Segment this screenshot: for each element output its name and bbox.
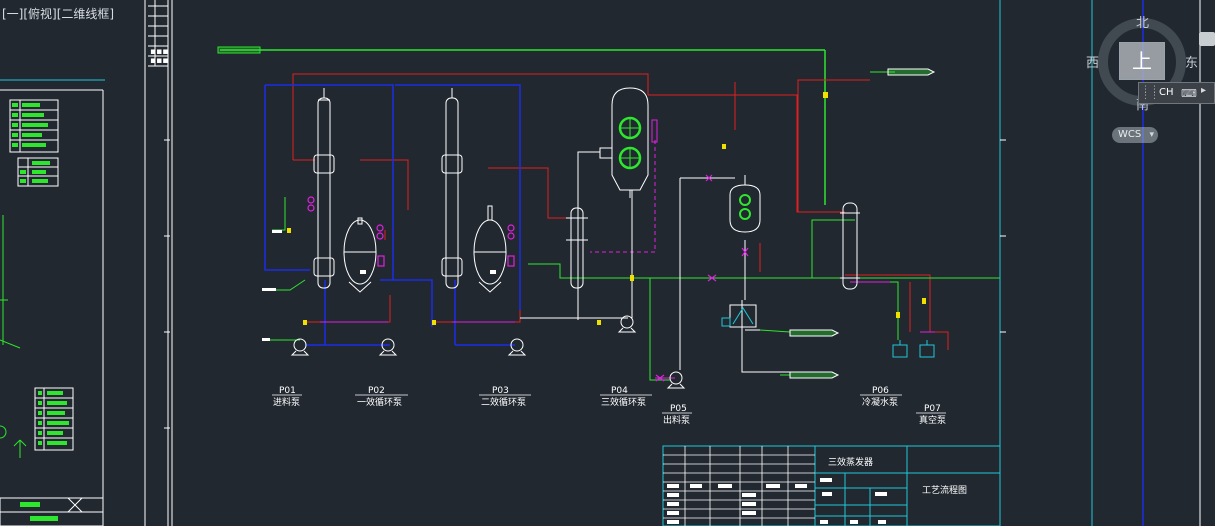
- svg-text:▪▪▪: ▪▪▪: [150, 47, 168, 57]
- evaporator-effect-3[interactable]: [599, 87, 658, 198]
- pump-name: 三效循环泵: [601, 396, 646, 408]
- utility-lines[interactable]: [520, 151, 790, 373]
- pump-symbols[interactable]: [290, 315, 935, 389]
- title-block[interactable]: 三效蒸发器 工艺流程图: [662, 445, 1001, 526]
- pump-name: 冷凝水泵: [862, 396, 898, 408]
- viewcube-top-face[interactable]: 上: [1119, 42, 1165, 80]
- chevron-down-icon: ▾: [1149, 130, 1154, 140]
- steam-lines[interactable]: [292, 73, 949, 350]
- viewcube[interactable]: 上 北 西 东 南: [1086, 14, 1200, 113]
- evaporator-effect-2[interactable]: [441, 88, 507, 293]
- preheater[interactable]: [566, 207, 588, 289]
- ime-more-icon[interactable]: ▸: [1201, 85, 1207, 96]
- pump-labels: P01 进料泵 P02 一效循环泵 P03 二效循环泵 P04 三效循环泵 P0…: [272, 386, 946, 426]
- compass-west[interactable]: 西: [1086, 56, 1100, 71]
- pump-tag: P01: [279, 386, 296, 396]
- grip-icon[interactable]: ⋮⋮⋮⋮: [1141, 85, 1159, 101]
- ime-toolbar[interactable]: ⋮⋮⋮⋮ CH ⌨ ▸: [1138, 82, 1215, 104]
- valves-instruments: [262, 144, 926, 382]
- keyboard-icon[interactable]: ⌨: [1181, 87, 1197, 100]
- compass-north[interactable]: 北: [1136, 16, 1150, 31]
- cooling-lines[interactable]: [264, 84, 521, 346]
- vacuum-lines[interactable]: [320, 140, 935, 379]
- final-condenser[interactable]: [840, 202, 860, 290]
- collection-tank[interactable]: [729, 175, 761, 233]
- pump-name: 二效循环泵: [481, 396, 526, 408]
- drawing-frame: ▪▪▪ ▪▪▪: [144, 0, 1201, 526]
- title-block-drawing: 工艺流程图: [922, 484, 967, 496]
- svg-text:▪▪▪: ▪▪▪: [150, 56, 168, 66]
- feed-line-top[interactable]: [217, 46, 828, 205]
- pump-tag: P06: [872, 386, 889, 396]
- viewport-controls-label[interactable]: [一][俯视][二维线框]: [2, 7, 115, 21]
- wcs-menu-button[interactable]: WCS ▾: [1112, 127, 1158, 143]
- pump-tag: P02: [368, 386, 385, 396]
- filter-unit[interactable]: [721, 304, 757, 328]
- side-toolbar-button[interactable]: [1199, 32, 1215, 46]
- pump-tag: P07: [924, 404, 941, 414]
- pump-tag: P03: [492, 386, 509, 396]
- evaporator-effect-1[interactable]: [313, 88, 377, 293]
- pump-name: 出料泵: [663, 414, 690, 426]
- product-outlets: [789, 68, 936, 379]
- pump-name: 进料泵: [273, 396, 300, 408]
- left-partial-sheet: [0, 79, 105, 526]
- pump-tag: P04: [611, 386, 628, 396]
- pump-tag: P05: [670, 404, 687, 414]
- pump-name: 一效循环泵: [357, 396, 402, 408]
- ime-language[interactable]: CH: [1159, 87, 1174, 98]
- title-block-project: 三效蒸发器: [828, 456, 873, 468]
- compass-east[interactable]: 东: [1185, 56, 1199, 71]
- pump-name: 真空泵: [919, 414, 946, 426]
- wcs-label: WCS: [1118, 129, 1142, 140]
